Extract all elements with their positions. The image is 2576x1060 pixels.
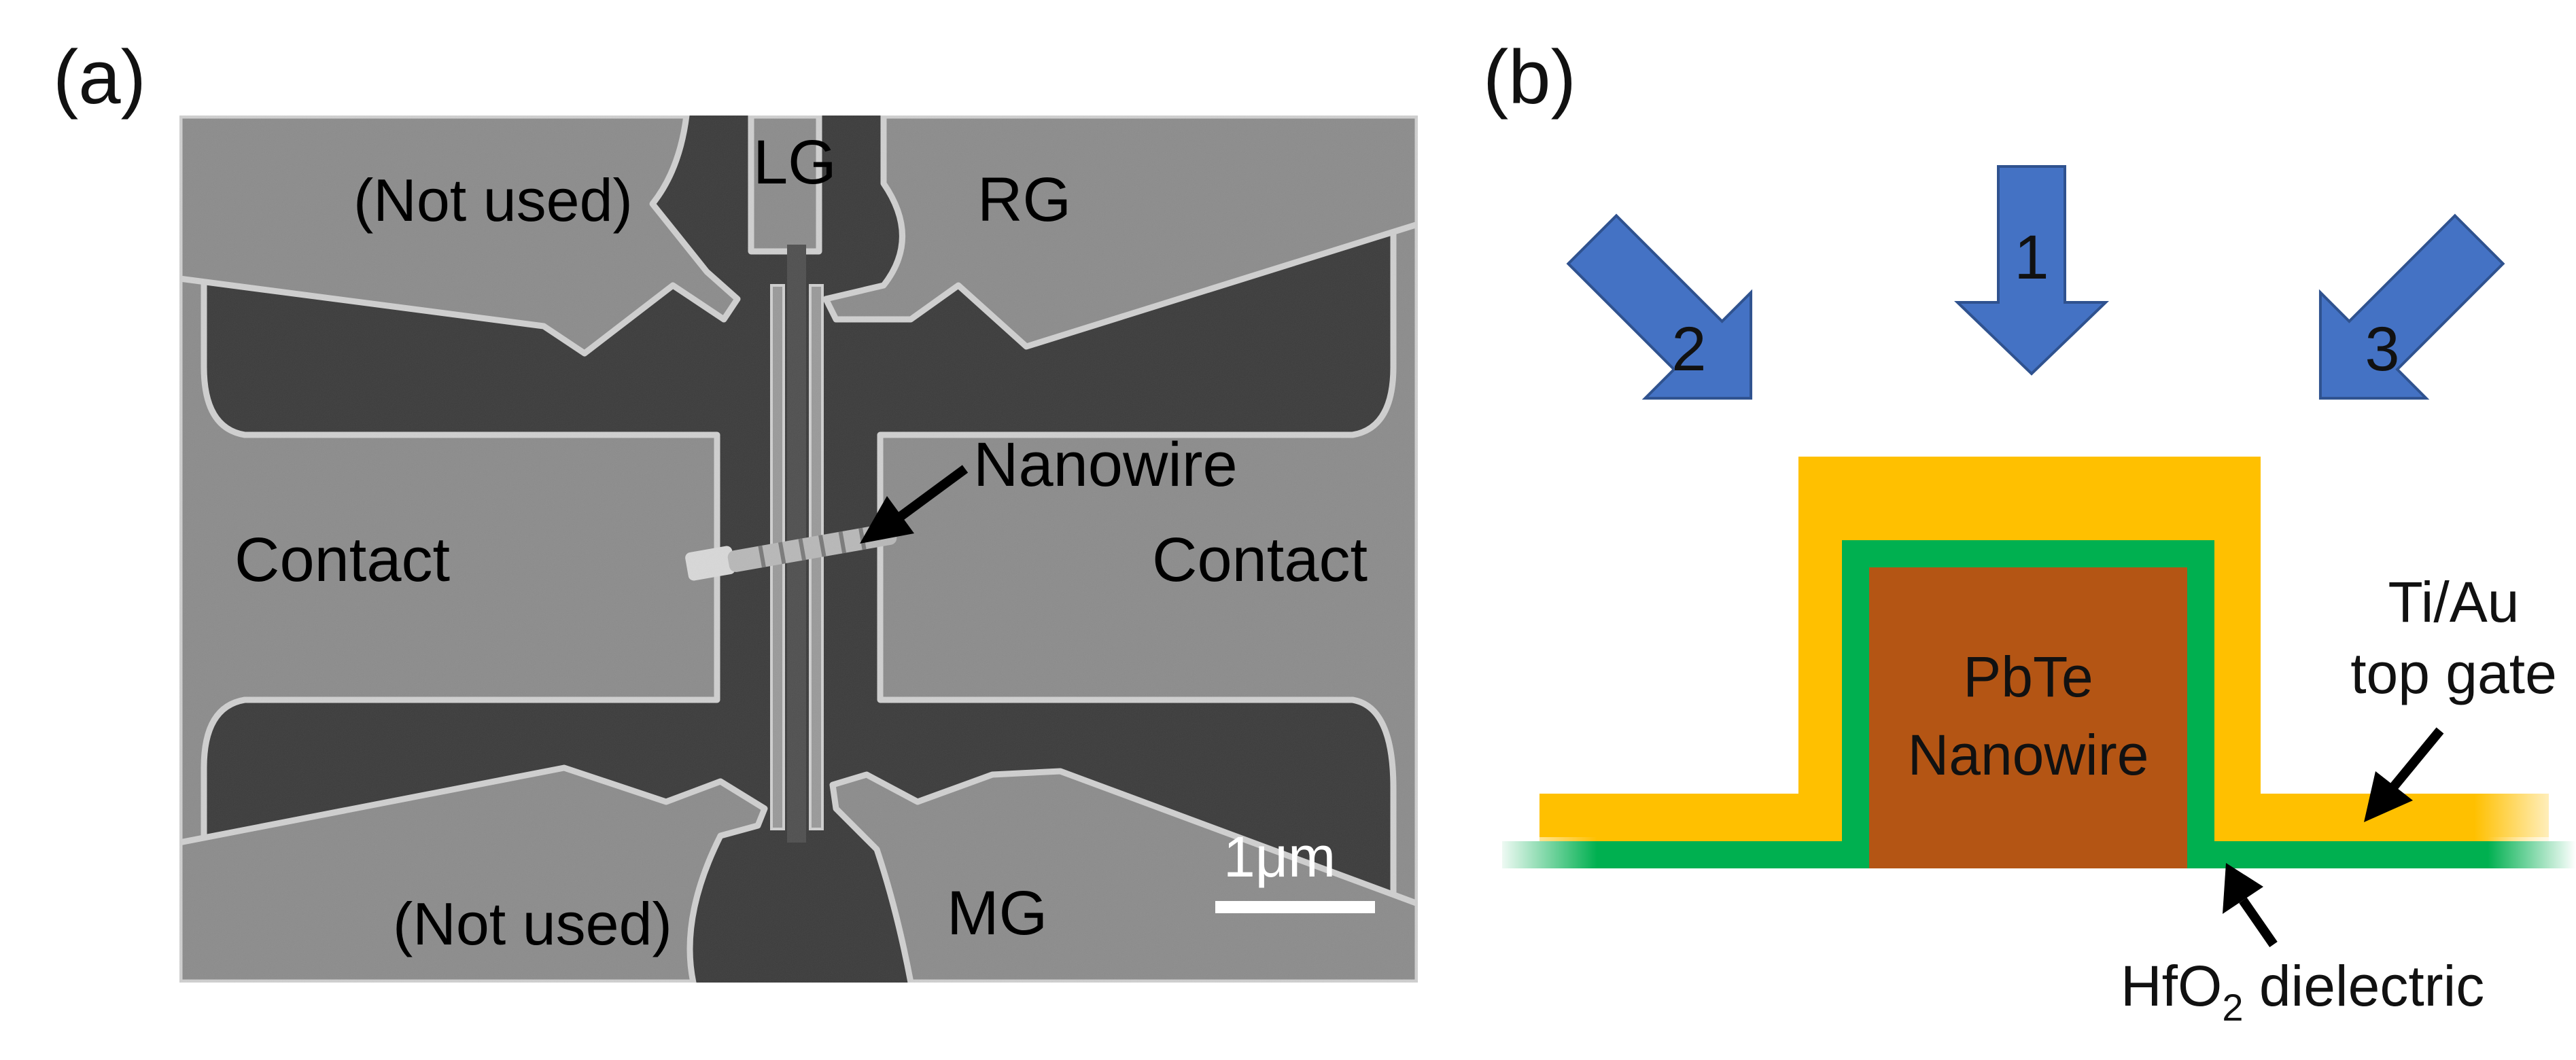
pbte-label-line2: Nanowire	[1908, 723, 2149, 787]
pbte-nanowire-core	[1869, 567, 2187, 868]
deposition-arrow-1: 1	[1954, 165, 2109, 376]
panel-b-label: (b)	[1483, 35, 1576, 120]
nanowire-pointer-arrow	[860, 465, 969, 544]
label-contact-right: Contact	[1152, 525, 1368, 595]
deposition-arrow-2	[1566, 213, 1753, 400]
label-not-used-bottom: (Not used)	[393, 890, 672, 957]
sem-labels: (Not used) LG RG Contact Contact Nanowir…	[234, 128, 1368, 957]
dielectric-label: HfO2 dielectric	[2121, 954, 2484, 1029]
label-lg: LG	[753, 128, 837, 197]
gate-pointer-arrow	[2364, 727, 2444, 822]
arrow-3-label: 3	[2365, 315, 2399, 384]
panel-a-label: (a)	[53, 35, 146, 120]
dielectric-pointer-arrow	[2223, 863, 2278, 947]
scale-bar: 1μm	[1215, 825, 1375, 913]
gate-label-line1: Ti/Au	[2388, 570, 2520, 634]
arrow-2-label: 2	[1671, 315, 1706, 384]
label-not-used-top: (Not used)	[353, 166, 633, 234]
label-rg: RG	[977, 165, 1071, 234]
pbte-label-line1: PbTe	[1963, 645, 2093, 709]
dielectric-label-sub: 2	[2222, 986, 2243, 1029]
deposition-arrow-3	[2318, 213, 2505, 400]
scale-bar-line	[1215, 901, 1375, 913]
arrow-1-label: 1	[2014, 223, 2049, 292]
gate-label-line2: top gate	[2350, 641, 2557, 705]
scale-bar-label: 1μm	[1223, 825, 1336, 889]
label-nanowire: Nanowire	[973, 430, 1238, 499]
sem-image: (Not used) LG RG Contact Contact Nanowir…	[179, 116, 1418, 983]
label-mg: MG	[947, 879, 1047, 948]
dielectric-label-pre: HfO	[2121, 954, 2222, 1018]
dielectric-label-post: dielectric	[2244, 954, 2485, 1018]
label-contact-left: Contact	[234, 525, 450, 595]
